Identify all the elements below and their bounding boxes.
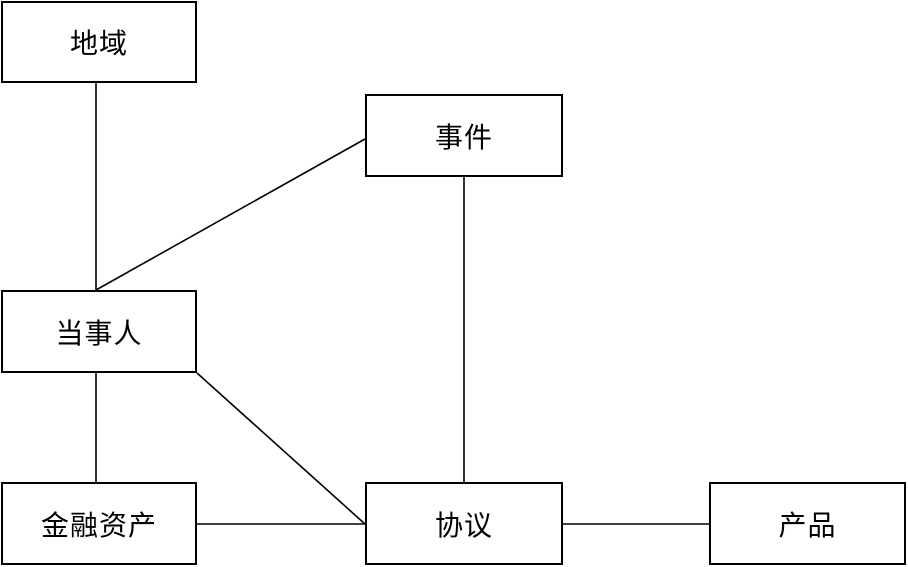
agreement-node-label: 协议 (434, 508, 493, 542)
party-node: 当事人 (1, 290, 197, 373)
product-node-label: 产品 (778, 508, 837, 542)
product-node: 产品 (709, 482, 906, 565)
region-node: 地域 (1, 1, 197, 83)
agreement-node: 协议 (365, 482, 563, 565)
event-node: 事件 (365, 94, 563, 177)
edge-event-party (95, 138, 366, 291)
event-node-label: 事件 (434, 120, 493, 154)
financial-asset-node-label: 金融资产 (40, 508, 157, 542)
region-node-label: 地域 (69, 27, 128, 60)
financial-asset-node: 金融资产 (1, 482, 197, 565)
party-node-label: 当事人 (55, 316, 143, 350)
edge-party-agreement (196, 372, 366, 525)
